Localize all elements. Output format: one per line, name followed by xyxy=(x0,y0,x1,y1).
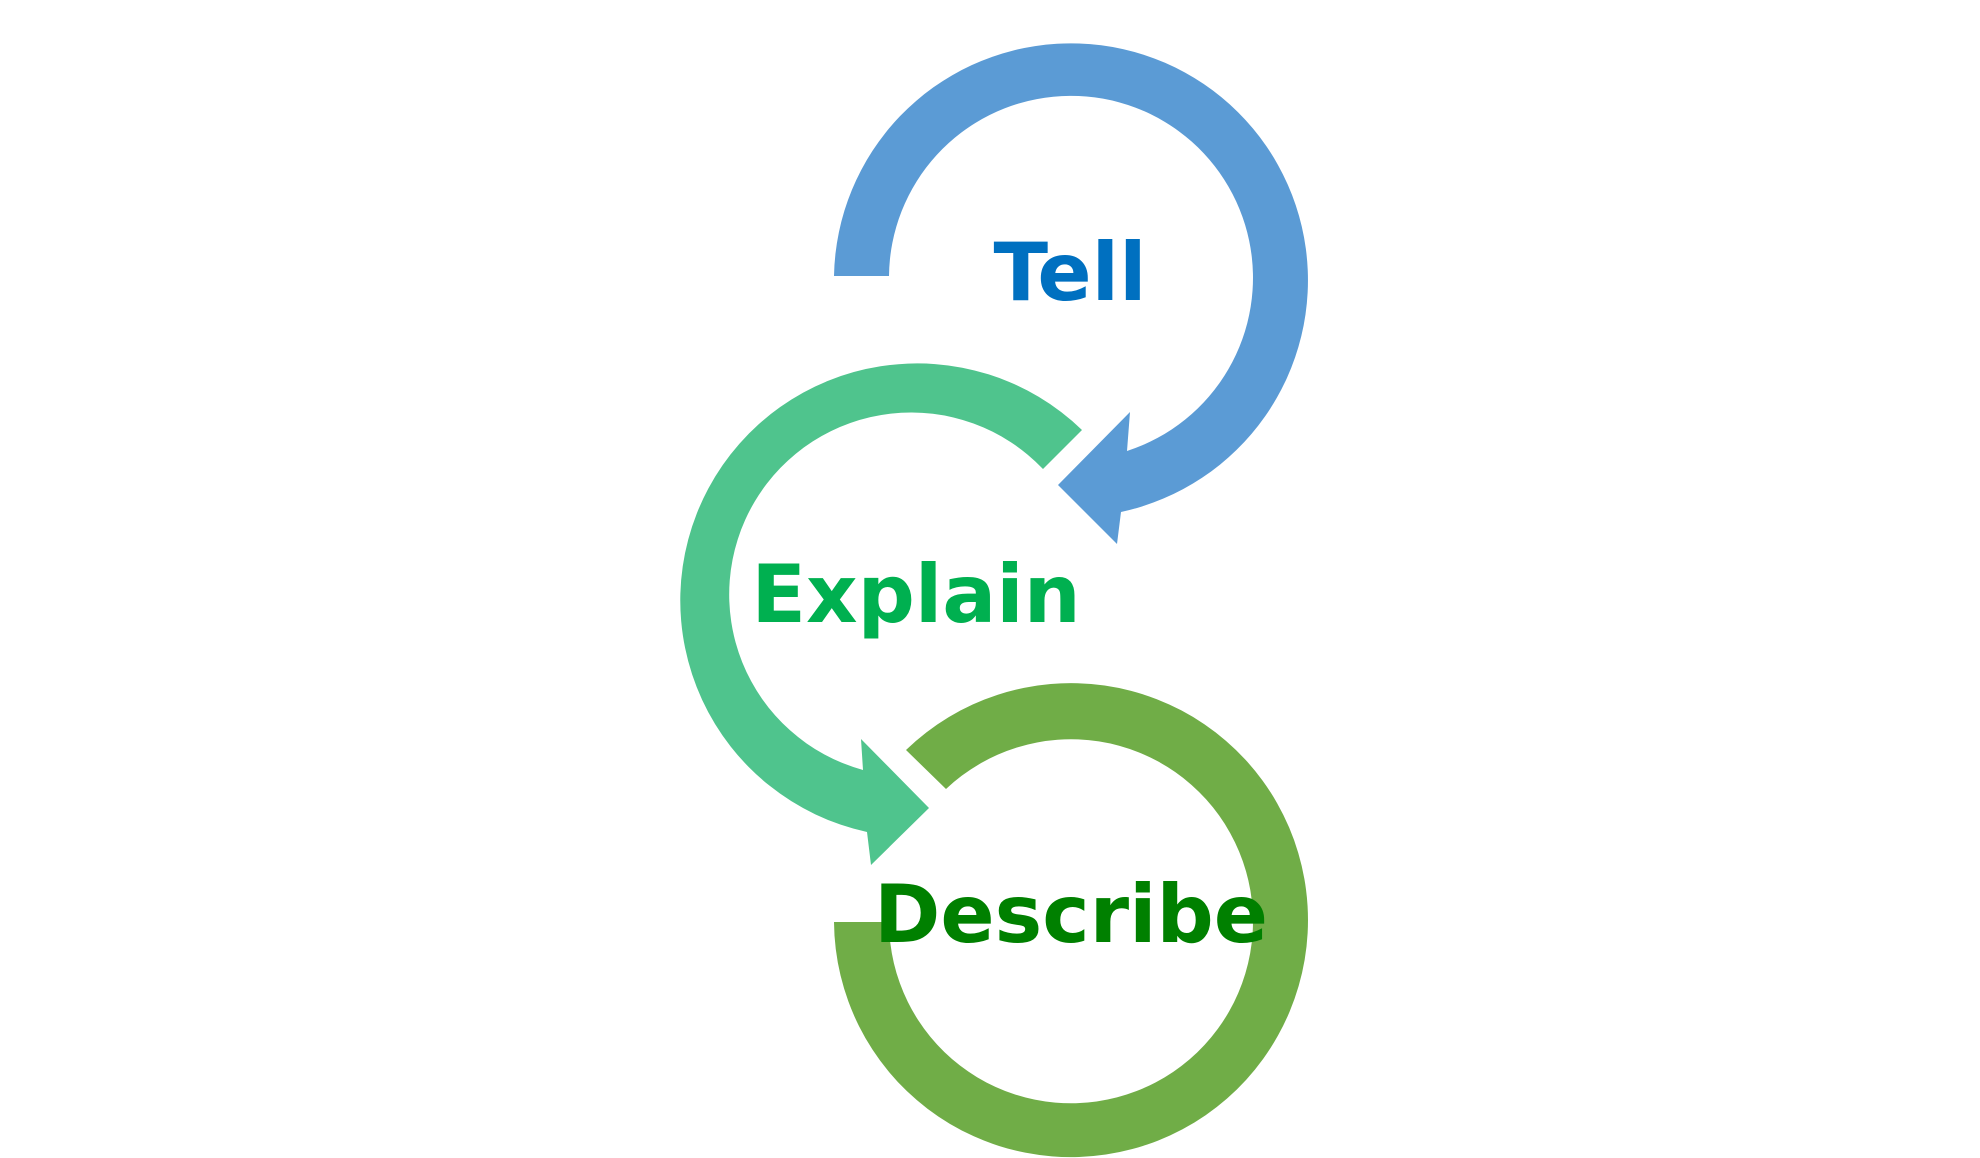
describe-label: Describe xyxy=(874,868,1268,961)
tell-label: Tell xyxy=(993,226,1146,319)
describe-stage: Describe xyxy=(834,683,1308,1158)
explain-stage: Explain xyxy=(680,363,1082,865)
explain-label: Explain xyxy=(751,548,1080,641)
explain-circular-arrow xyxy=(680,363,1082,865)
tell-stage: Tell xyxy=(834,43,1308,545)
tell-circular-arrow xyxy=(834,43,1308,545)
